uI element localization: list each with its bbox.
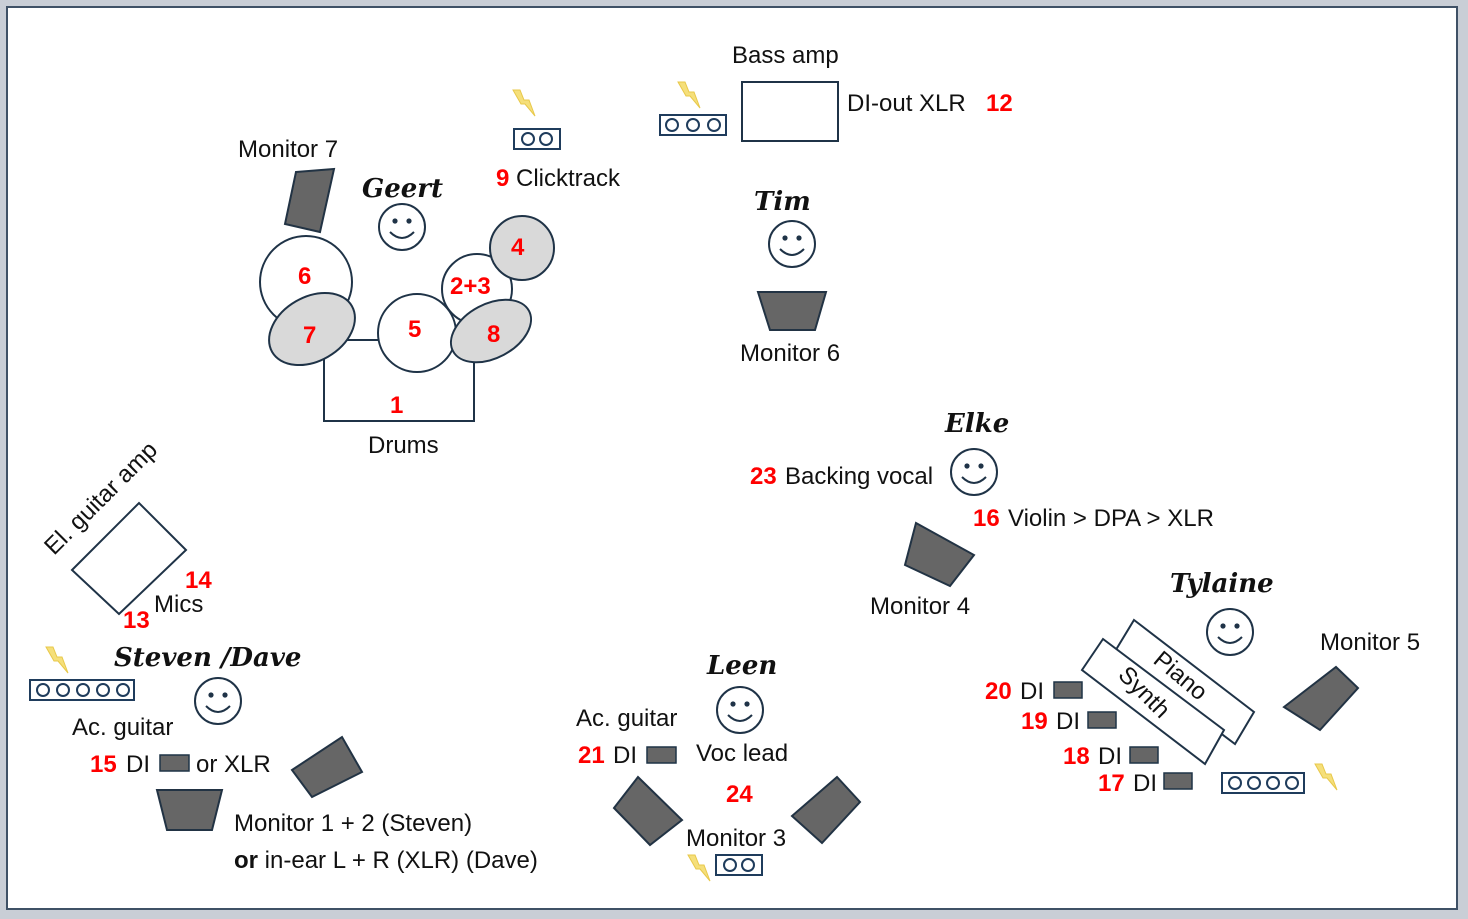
monitor-1-2-wedge-right [290, 735, 364, 799]
in-ear-or: or [234, 847, 258, 874]
stage-plot-diagram: Monitor 7 Geert 1 Drums 6 2+3 4 5 7 8 9 … [29, 42, 1420, 882]
el-guitar-group: El. guitar amp 14 13 Mics [39, 436, 212, 634]
monitor-3-label: Monitor 3 [686, 825, 786, 852]
monitor-4-label: Monitor 4 [870, 593, 970, 620]
musician-name-steven-dave: Steven /Dave [114, 643, 301, 673]
power-strip-4-icon [1221, 772, 1305, 794]
leen-voc-lead-channel: 24 [726, 781, 753, 808]
tylaine-group: Tylaine Piano Synth Monitor 5 20 DI 19 D… [985, 569, 1420, 797]
elke-group: Elke 23 Backing vocal 16 Violin > DPA > … [750, 409, 1214, 620]
steven-di-label: DI [126, 751, 150, 778]
stage-plot: Monitor 7 Geert 1 Drums 6 2+3 4 5 7 8 9 … [6, 6, 1458, 910]
monitor-5-wedge [1282, 665, 1360, 732]
power-strip-2-icon [715, 854, 763, 876]
leen-group: Leen Ac. guitar 21 DI Voc lead 24 Monito… [576, 651, 862, 882]
keys-channel-18: 18 [1063, 743, 1090, 770]
keys-di-17-label: DI [1133, 770, 1157, 797]
keys-channel-19: 19 [1021, 708, 1048, 735]
bass-amp-label: Bass amp [732, 42, 839, 69]
di-box-icon [1129, 746, 1159, 764]
monitor-3-wedge-right [790, 775, 862, 845]
cymbal-4-channel: 4 [511, 234, 525, 261]
musician-icon-steven-dave [194, 677, 242, 725]
violin-label: Violin > DPA > XLR [1008, 505, 1214, 532]
steven-or-xlr-label: or XLR [196, 751, 271, 778]
power-bolt-icon [687, 854, 711, 882]
el-guitar-mics-label: Mics [154, 591, 203, 618]
musician-name-elke: Elke [944, 409, 1009, 439]
musician-icon-tylaine [1206, 608, 1254, 656]
di-box-icon [159, 754, 190, 772]
el-guitar-mic-channel-13: 13 [123, 607, 150, 634]
power-bolt-icon [45, 646, 69, 674]
musician-icon-geert [378, 203, 426, 251]
monitor-1-2-label: Monitor 1 + 2 (Steven) [234, 810, 472, 837]
violin-channel: 16 [973, 505, 1000, 532]
monitor-3-wedge-left [612, 775, 684, 847]
cymbal-7-channel: 7 [303, 322, 316, 349]
musician-icon-elke [950, 448, 998, 496]
keys-di-19-label: DI [1056, 708, 1080, 735]
monitor-5-label: Monitor 5 [1320, 629, 1420, 656]
power-bolt-icon [1314, 763, 1338, 791]
cymbal-4 [489, 215, 555, 281]
musician-icon-leen [716, 686, 764, 734]
bass-di-out-label: DI-out XLR [847, 90, 966, 117]
piano-box [1112, 618, 1256, 746]
el-guitar-amp-box [70, 501, 188, 616]
steven-dave-group: Steven /Dave Ac. guitar 15 DI or XLR Mon… [29, 643, 538, 874]
leen-ac-guitar-label: Ac. guitar [576, 705, 677, 732]
cymbal-8-channel: 8 [487, 321, 500, 348]
leen-di-label: DI [613, 742, 637, 769]
bass-group: Bass amp DI-out XLR 12 Tim Monitor 6 [659, 42, 1013, 367]
cymbal-8 [449, 298, 533, 364]
monitor-7-wedge [283, 167, 336, 234]
clicktrack-label: Clicktrack [516, 165, 621, 192]
musician-name-geert: Geert [362, 174, 443, 204]
musician-name-leen: Leen [706, 651, 777, 681]
el-guitar-mic-channel-14: 14 [185, 567, 212, 594]
bass-amp-box [741, 81, 839, 142]
in-ear-label: or in-ear L + R (XLR) (Dave) [234, 847, 538, 874]
musician-name-tylaine: Tylaine [1170, 569, 1274, 599]
backing-vocal-channel: 23 [750, 463, 777, 490]
snare-channel: 5 [408, 316, 421, 343]
backing-vocal-label: Backing vocal [785, 463, 933, 490]
steven-ac-guitar-label: Ac. guitar [72, 714, 173, 741]
tom-2-3-channel: 2+3 [450, 273, 491, 300]
cymbal-7 [268, 291, 356, 367]
leen-voc-lead-label: Voc lead [696, 740, 788, 767]
tom-6-channel: 6 [298, 263, 311, 290]
keys-channel-20: 20 [985, 678, 1012, 705]
drums-label: Drums [368, 432, 439, 459]
di-box-icon [646, 746, 677, 764]
monitor-6-label: Monitor 6 [740, 340, 840, 367]
power-bolt-icon [677, 81, 701, 109]
kick-channel: 1 [390, 392, 403, 419]
clicktrack-group: 9 Clicktrack [496, 89, 621, 192]
bass-channel: 12 [986, 90, 1013, 117]
leen-ac-guitar-channel: 21 [578, 742, 605, 769]
di-box-icon [1053, 681, 1083, 699]
monitor-6-wedge [756, 291, 828, 331]
power-strip-2-icon [513, 128, 561, 150]
di-box-icon [1163, 772, 1193, 790]
musician-name-tim: Tim [754, 187, 811, 217]
in-ear-rest: in-ear L + R (XLR) (Dave) [258, 847, 538, 874]
keys-channel-17: 17 [1098, 770, 1125, 797]
power-bolt-icon [512, 89, 536, 117]
synth-box [1080, 637, 1226, 766]
musician-icon-tim [768, 220, 816, 268]
monitor-4-wedge [903, 521, 976, 588]
steven-ac-guitar-channel: 15 [90, 751, 117, 778]
monitor-1-2-wedge-left [155, 789, 224, 831]
clicktrack-channel: 9 [496, 165, 509, 192]
drum-kit: Monitor 7 Geert 1 Drums 6 2+3 4 5 7 8 [238, 136, 555, 459]
keys-di-20-label: DI [1020, 678, 1044, 705]
di-box-icon [1087, 711, 1117, 729]
keys-di-18-label: DI [1098, 743, 1122, 770]
monitor-7-label: Monitor 7 [238, 136, 338, 163]
